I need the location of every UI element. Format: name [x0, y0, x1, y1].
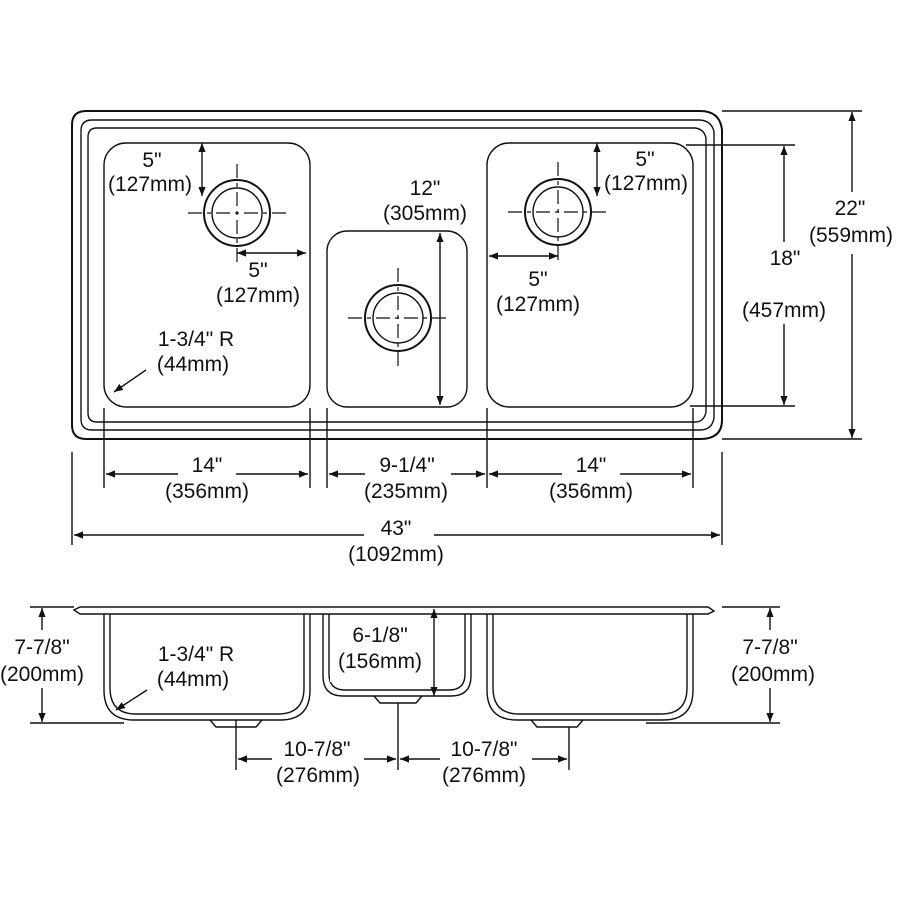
right-depth-mm: (200mm) [731, 663, 815, 686]
front-view: 7-7/8" (200mm) 1-3/4" R (44mm) 6-1/8" (1… [0, 606, 825, 787]
sink-rim-outer [71, 110, 723, 440]
left-drain-top-mm: (127mm) [108, 173, 192, 196]
left-width-inch: 14" [192, 454, 223, 477]
center-bowl [326, 230, 468, 408]
center-width-mm: (235mm) [364, 480, 448, 503]
right-length-mm: (457mm) [742, 299, 826, 322]
left-drain-outer [203, 179, 271, 247]
left-bowl-profile [103, 614, 311, 721]
center-drain-body [373, 695, 423, 704]
right-depth-inch: 7-7/8" [742, 636, 797, 659]
right-drain-side-mm: (127mm) [496, 293, 580, 316]
left-depth-mm: (200mm) [0, 663, 84, 686]
right-drain-side-inch: 5" [528, 268, 547, 291]
overall-length-inch: 43" [381, 517, 412, 540]
sink-flange [72, 606, 716, 615]
left-drain-top-inch: 5" [142, 149, 161, 172]
center-length-mm: (305mm) [383, 202, 467, 225]
right-drain-outer [524, 178, 592, 246]
right-bowl-profile [486, 614, 694, 721]
corner-radius-mm: (44mm) [157, 353, 229, 376]
drain-spacing-right-mm: (276mm) [442, 764, 526, 787]
right-bowl [486, 142, 694, 408]
left-width-mm: (356mm) [165, 480, 249, 503]
center-width-inch: 9-1/4" [379, 454, 434, 477]
front-corner-radius-mm: (44mm) [157, 668, 229, 691]
overall-length-mm: (1092mm) [348, 543, 444, 566]
drain-spacing-left-inch: 10-7/8" [284, 738, 351, 761]
right-length-inch: 18" [770, 247, 801, 270]
right-width-inch: 14" [576, 454, 607, 477]
left-drain-side-inch: 5" [248, 259, 267, 282]
center-drain-outer [364, 284, 432, 352]
center-depth-inch: 6-1/8" [352, 624, 407, 647]
sink-rim-inner [80, 119, 715, 431]
corner-radius-inch: 1-3/4" R [158, 328, 234, 351]
center-bowl-profile [322, 614, 472, 697]
right-drain-top-inch: 5" [635, 148, 654, 171]
center-length-inch: 12" [410, 177, 441, 200]
drain-spacing-right-inch: 10-7/8" [451, 738, 518, 761]
left-drain-inner [211, 187, 263, 239]
sink-deck-edge [87, 127, 707, 423]
center-depth-mm: (156mm) [338, 650, 422, 673]
left-depth-inch: 7-7/8" [14, 636, 69, 659]
right-drain-top-mm: (127mm) [604, 172, 688, 195]
right-width-mm: (356mm) [549, 480, 633, 503]
overall-depth-mm: (559mm) [809, 224, 893, 247]
front-corner-radius-inch: 1-3/4" R [158, 643, 234, 666]
top-view: 5" (127mm) 5" (127mm) 1-3/4" R (44mm) 12… [71, 110, 900, 566]
right-drain-body [530, 719, 584, 728]
drain-spacing-left-mm: (276mm) [276, 764, 360, 787]
left-bowl [103, 142, 311, 408]
overall-depth-inch: 22" [835, 197, 866, 220]
left-drain-side-mm: (127mm) [216, 284, 300, 307]
